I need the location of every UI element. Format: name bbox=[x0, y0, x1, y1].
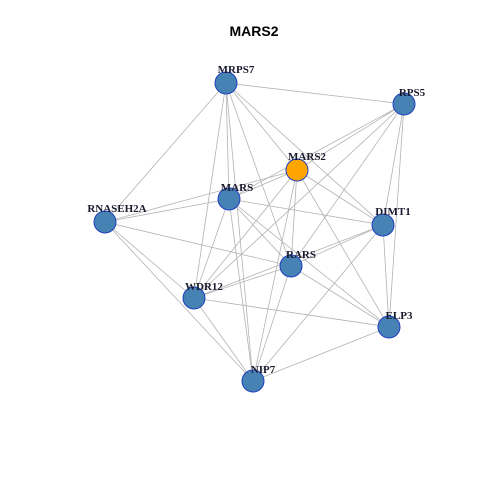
node-rnaseh2a bbox=[93, 210, 117, 234]
node-label-elp3: ELP3 bbox=[386, 310, 413, 322]
edge-mrps7-mars2 bbox=[225, 82, 298, 171]
edge-mrps7-rps5 bbox=[225, 82, 405, 105]
node-label-mars2: MARS2 bbox=[288, 151, 326, 163]
edge-rnaseh2a-wdr12 bbox=[104, 221, 195, 299]
edge-mrps7-mars bbox=[225, 82, 230, 200]
node-label-rps5: RPS5 bbox=[399, 87, 426, 99]
edge-mrps7-dimt1 bbox=[225, 82, 384, 226]
node-rars bbox=[279, 254, 303, 278]
node-label-dimt1: DIMT1 bbox=[375, 206, 410, 218]
edge-mars-wdr12 bbox=[193, 198, 230, 299]
node-mrps7 bbox=[214, 71, 238, 95]
node-label-rars: RARS bbox=[286, 249, 316, 261]
edge-dimt1-rars bbox=[290, 224, 384, 267]
edge-mars2-rnaseh2a bbox=[104, 169, 298, 223]
node-label-rnaseh2a: RNASEH2A bbox=[87, 203, 146, 215]
edge-dimt1-nip7 bbox=[252, 224, 384, 382]
edge-rps5-wdr12 bbox=[193, 103, 405, 299]
edge-mars-dimt1 bbox=[228, 198, 384, 226]
node-label-nip7: NIP7 bbox=[251, 364, 276, 376]
diagram-title: MARS2 bbox=[229, 23, 278, 39]
node-mars bbox=[217, 187, 241, 211]
edge-mars-elp3 bbox=[228, 198, 390, 328]
edge-rnaseh2a-nip7 bbox=[104, 221, 254, 382]
edge-mars-rars bbox=[228, 198, 292, 267]
node-label-mrps7: MRPS7 bbox=[218, 64, 255, 76]
edge-rps5-mars bbox=[228, 103, 405, 200]
node-nip7 bbox=[241, 369, 265, 393]
node-label-wdr12: WDR12 bbox=[185, 281, 223, 293]
edge-rps5-dimt1 bbox=[382, 103, 405, 226]
edge-mars2-nip7 bbox=[252, 169, 298, 382]
edge-elp3-nip7 bbox=[252, 326, 390, 382]
edge-rars-elp3 bbox=[290, 265, 390, 328]
node-elp3 bbox=[377, 315, 401, 339]
node-layer bbox=[93, 71, 416, 393]
edge-mars2-wdr12 bbox=[193, 169, 298, 299]
edge-mrps7-rars bbox=[225, 82, 292, 267]
edge-wdr12-elp3 bbox=[193, 297, 390, 328]
edge-rars-nip7 bbox=[252, 265, 292, 382]
edge-mrps7-rnaseh2a bbox=[104, 82, 227, 223]
node-rps5 bbox=[392, 92, 416, 116]
edge-rps5-rars bbox=[290, 103, 405, 267]
edge-mars2-rars bbox=[290, 169, 298, 267]
edge-dimt1-elp3 bbox=[382, 224, 390, 328]
edge-rps5-mars2 bbox=[296, 103, 405, 171]
edge-layer bbox=[104, 82, 405, 382]
edge-mars-nip7 bbox=[228, 198, 254, 382]
edge-mars2-mars bbox=[228, 169, 298, 200]
node-dimt1 bbox=[371, 213, 395, 237]
edge-mars2-elp3 bbox=[296, 169, 390, 328]
edge-mars-rnaseh2a bbox=[104, 198, 230, 223]
edge-rars-wdr12 bbox=[193, 265, 292, 299]
edge-rnaseh2a-rars bbox=[104, 221, 292, 267]
edge-mrps7-wdr12 bbox=[193, 82, 227, 299]
node-mars2 bbox=[285, 158, 309, 182]
edge-mrps7-nip7 bbox=[225, 82, 254, 382]
node-label-mars: MARS bbox=[221, 182, 253, 194]
node-wdr12 bbox=[182, 286, 206, 310]
edge-wdr12-nip7 bbox=[193, 297, 254, 382]
edge-rps5-elp3 bbox=[388, 103, 405, 328]
edge-mars2-dimt1 bbox=[296, 169, 384, 226]
